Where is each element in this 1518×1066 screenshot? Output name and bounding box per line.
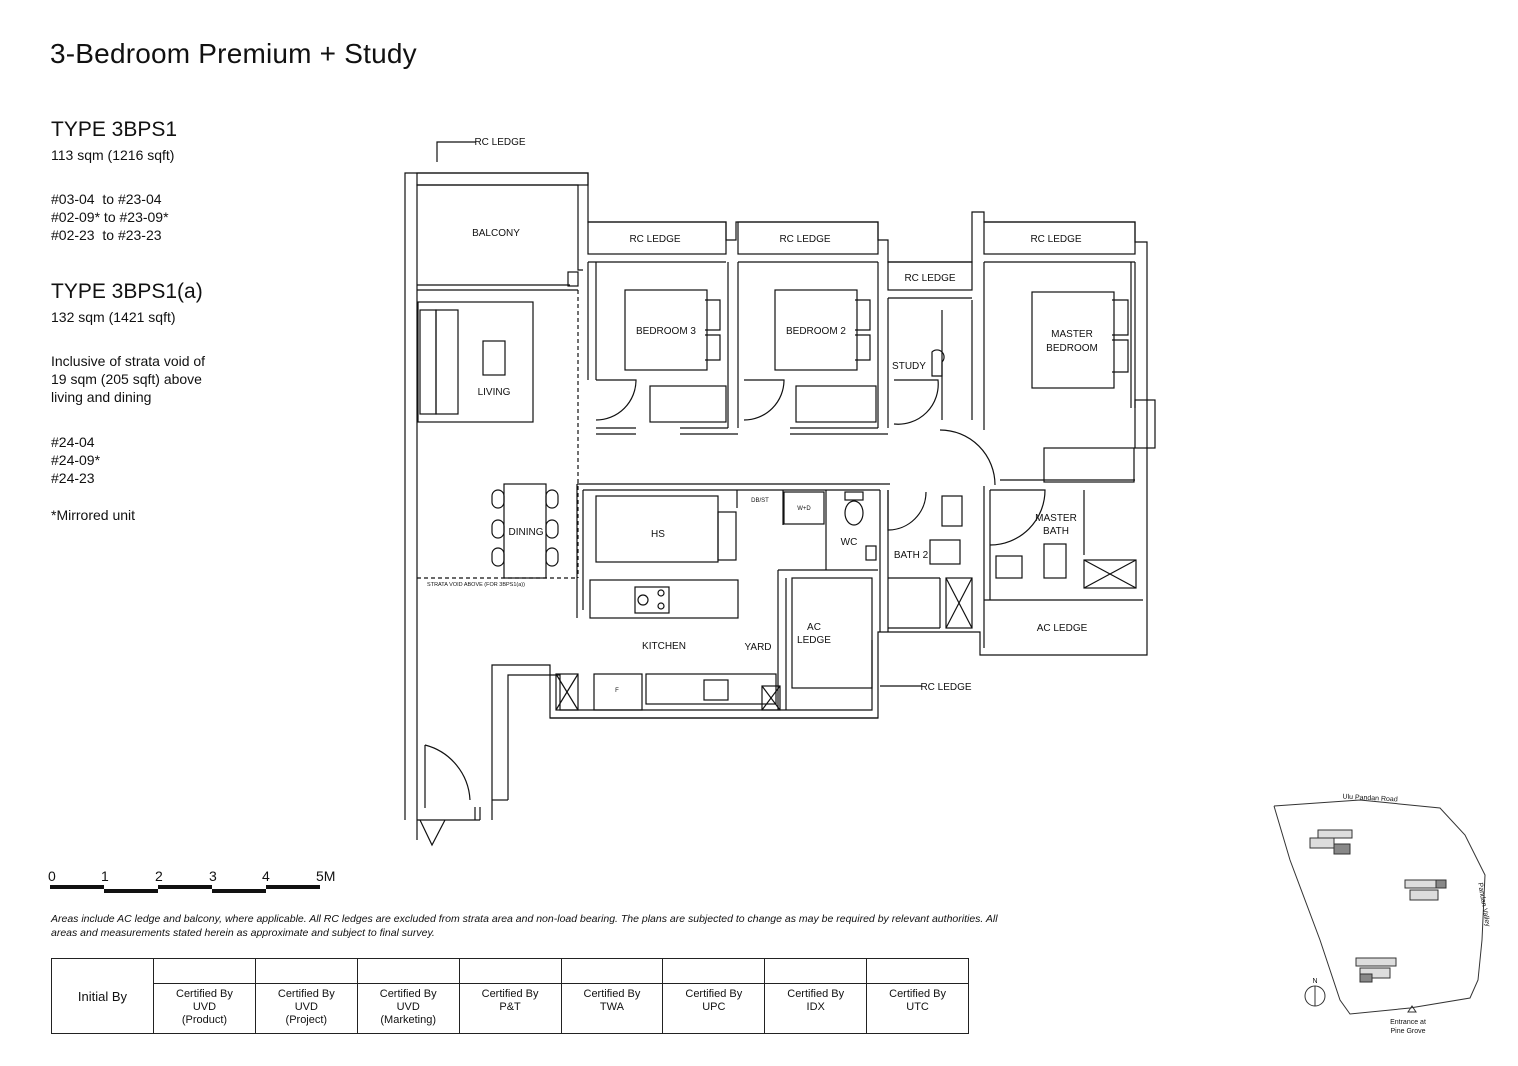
unit-range: #24-04 (51, 434, 95, 450)
label-washer-dryer: W+D (797, 506, 811, 512)
label-ac-ledge: AC (807, 622, 821, 633)
certifier-cell: Certified By UTC (866, 983, 969, 1034)
road-label: Ulu Pandan Road (1342, 794, 1398, 804)
unit-range: #02-09* to #23-09* (51, 209, 169, 225)
certifier-cell: Certified By UPC (662, 983, 766, 1034)
label-master-bath: MASTER (1035, 513, 1077, 524)
doors (419, 379, 1046, 847)
label-rc-ledge: RC LEDGE (779, 234, 830, 245)
entrance-label: Entrance at (1390, 1019, 1426, 1026)
scale-tick-label: 3 (209, 868, 217, 884)
description-line: 19 sqm (205 sqft) above (51, 371, 202, 387)
unit-range: #24-09* (51, 452, 101, 468)
label-rc-ledge: RC LEDGE (1030, 234, 1081, 245)
building-blocks (1309, 829, 1447, 983)
label-bedroom-3: BEDROOM 3 (636, 326, 696, 337)
label-rc-ledge: RC LEDGE (629, 234, 680, 245)
unit-list: #24-04 #24-09* #24-23 (51, 433, 100, 487)
label-db-st: DB/ST (751, 498, 769, 504)
label-hs: HS (651, 529, 665, 540)
description-line: living and dining (51, 389, 152, 405)
label-balcony: BALCONY (472, 228, 520, 239)
type-area: 113 sqm (1216 sqft) (51, 147, 175, 163)
unit-range: #02-23 to #23-23 (51, 227, 162, 243)
scale-bar (50, 885, 320, 893)
label-rc-ledge: RC LEDGE (920, 682, 971, 693)
label-master-bedroom: MASTER (1051, 329, 1093, 340)
label-ac-ledge: LEDGE (797, 635, 831, 646)
certifier-cell: Certified By UVD (Product) (153, 983, 256, 1034)
label-study: STUDY (892, 361, 926, 372)
label-master-bath: BATH (1043, 526, 1069, 537)
leader-lines (436, 141, 922, 687)
label-fridge: F (615, 688, 619, 694)
certifier-cell: Certified By UVD (Marketing) (356, 983, 460, 1034)
entrance-label: Pine Grove (1390, 1028, 1425, 1035)
certifier-cell: Certified By P&T (458, 983, 562, 1034)
scale-tick-label: 1 (101, 868, 109, 884)
scale-bar-labels: 0 1 2 3 4 5M (0, 0, 335, 884)
signature-cell (560, 958, 664, 984)
certification-table: Initial By Certified By UVD (Product) Ce… (51, 958, 969, 1034)
road-label: Pandan Valley (1476, 882, 1491, 928)
label-yard: YARD (744, 642, 771, 653)
north-label: N (1312, 978, 1317, 985)
scale-tick-label: 0 (48, 868, 56, 884)
label-living: LIVING (478, 387, 511, 398)
outer-walls (404, 172, 1148, 840)
label-rc-ledge: RC LEDGE (474, 137, 525, 148)
description-line: Inclusive of strata void of (51, 353, 206, 369)
label-bedroom-2: BEDROOM 2 (786, 326, 846, 337)
room-labels: RC LEDGE BALCONY RC LEDGE RC LEDGE RC LE… (427, 137, 1098, 694)
balcony (416, 172, 589, 291)
label-dining: DINING (509, 527, 544, 538)
strata-void (417, 290, 579, 579)
site-key-plan: Ulu Pandan Road Pandan Valley Entrance a… (1273, 794, 1491, 1035)
type-description: Inclusive of strata void of 19 sqm (205 … (51, 352, 205, 406)
entrance-arrow-icon (1407, 1005, 1417, 1013)
type-area: 132 sqm (1421 sqft) (51, 309, 176, 325)
disclaimer: Areas include AC ledge and balcony, wher… (51, 913, 998, 939)
label-bath-2: BATH 2 (894, 550, 929, 561)
initial-by-label: Initial By (51, 958, 154, 1034)
mirrored-note: *Mirrored unit (51, 507, 136, 523)
label-rc-ledge: RC LEDGE (904, 273, 955, 284)
label-strata-void: STRATA VOID ABOVE (FOR 3BPS1(a)) (427, 582, 525, 588)
type-name: TYPE 3BPS1 (51, 118, 178, 141)
signature-cell (254, 958, 358, 984)
unit-list: #03-04 to #23-04 #02-09* to #23-09* #02-… (51, 190, 169, 244)
label-kitchen: KITCHEN (642, 641, 686, 652)
certifier-cell: Certified By IDX (764, 983, 868, 1034)
scale-tick-label: 5M (316, 868, 336, 884)
label-ac-ledge: AC LEDGE (1037, 623, 1088, 634)
label-wc: WC (841, 537, 858, 548)
rc-ledges (587, 221, 1136, 689)
unit-range: #24-23 (51, 470, 95, 486)
scale-tick-label: 4 (262, 868, 270, 884)
scale-tick-label: 2 (155, 868, 163, 884)
certifier-cell: Certified By UVD (Project) (254, 983, 358, 1034)
page-title: 3-Bedroom Premium + Study (50, 38, 417, 69)
certifier-cell: Certified By TWA (560, 983, 664, 1034)
label-master-bedroom: BEDROOM (1046, 343, 1098, 354)
furniture (417, 289, 1137, 711)
unit-range: #03-04 to #23-04 (51, 191, 162, 207)
type-name: TYPE 3BPS1(a) (51, 280, 203, 303)
